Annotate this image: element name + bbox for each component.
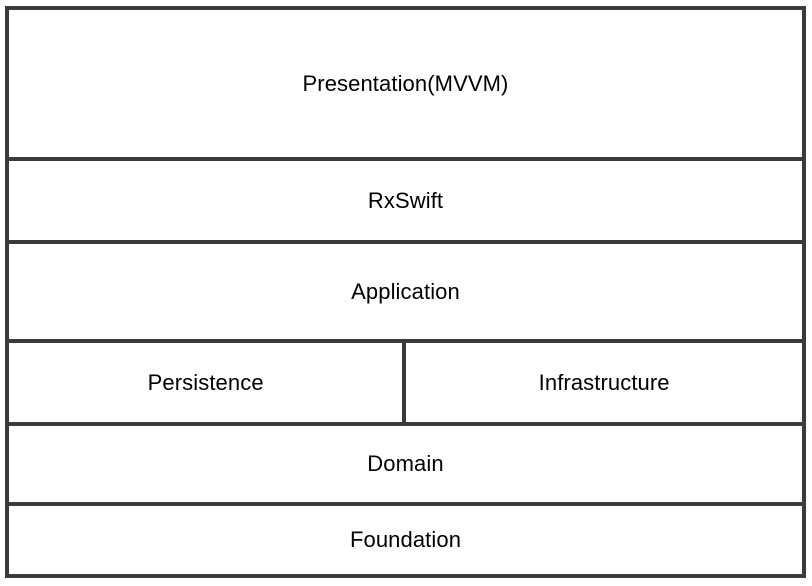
layer-application: Application (9, 240, 802, 339)
layer-domain: Domain (9, 422, 802, 502)
layer-persistence-cell: Persistence (9, 343, 403, 422)
layer-presentation-label: Presentation(MVVM) (302, 70, 509, 96)
layer-infrastructure-label: Infrastructure (538, 369, 670, 395)
layer-persistence-label: Persistence (147, 369, 264, 395)
layer-application-label: Application (351, 278, 460, 304)
layer-domain-label: Domain (367, 451, 444, 476)
layer-foundation: Foundation (9, 502, 802, 574)
layer-presentation: Presentation(MVVM) (9, 10, 802, 157)
layer-foundation-label: Foundation (349, 527, 462, 552)
layer-persistence-infrastructure: Persistence Infrastructure (9, 339, 802, 422)
layer-rxswift-label: RxSwift (367, 187, 444, 213)
layer-rxswift: RxSwift (9, 157, 802, 240)
layer-stack-frame: Presentation(MVVM) RxSwift Application P… (5, 6, 806, 578)
layer-infrastructure-cell: Infrastructure (402, 343, 802, 422)
